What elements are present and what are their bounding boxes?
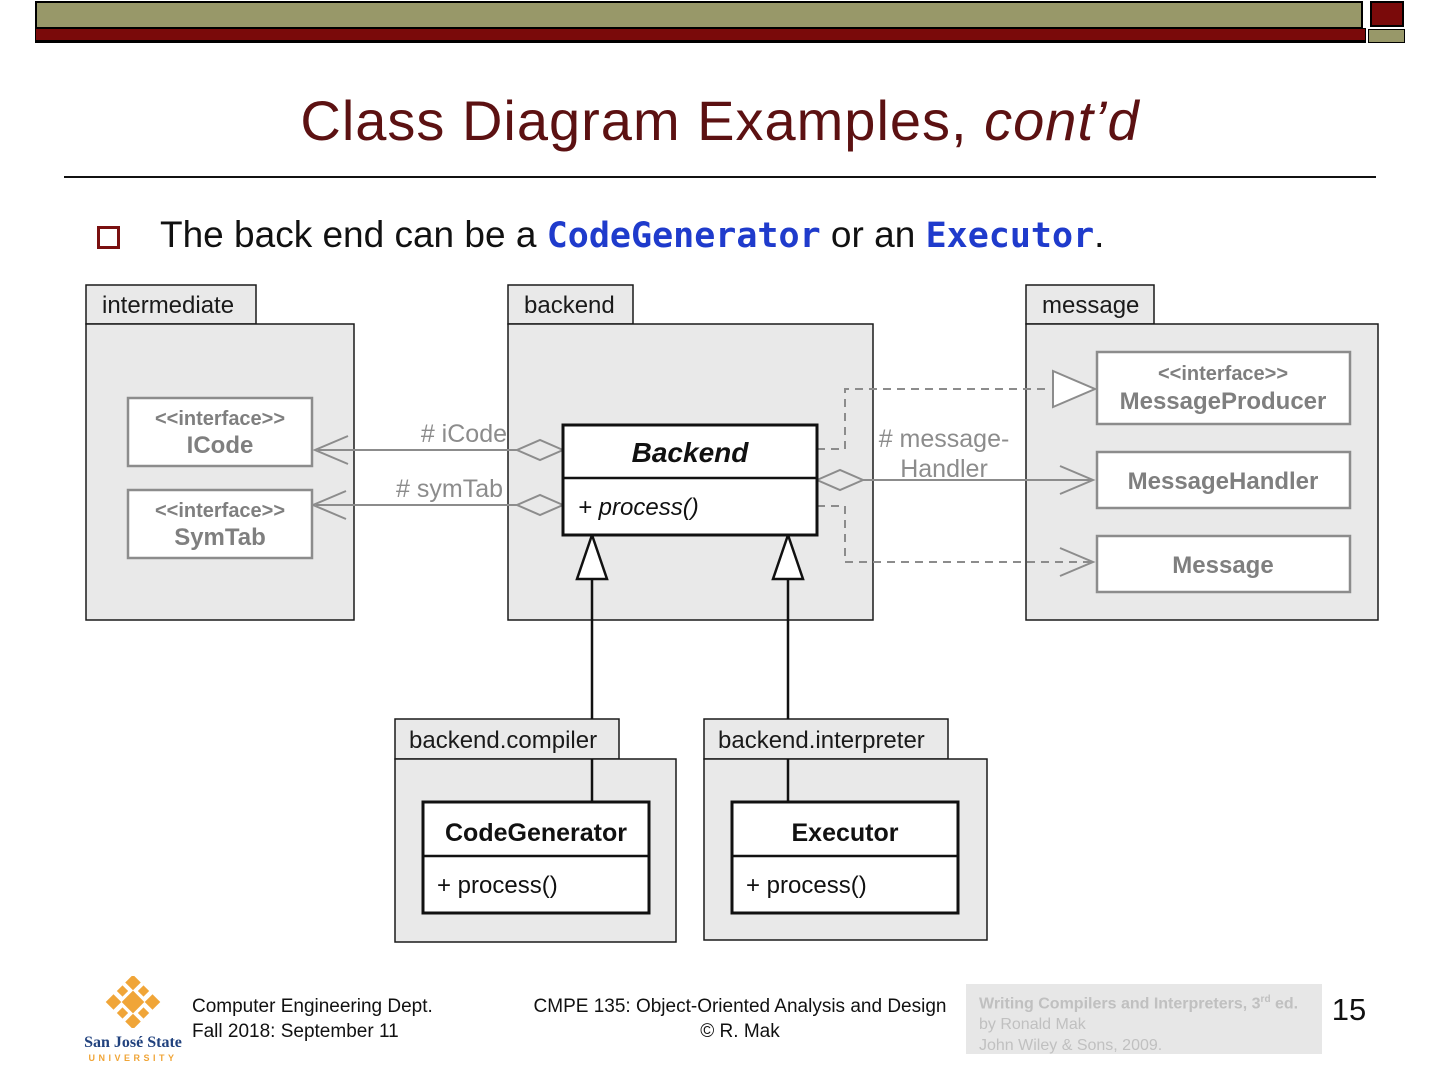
- sjsu-logo-name: San José State: [84, 1034, 182, 1051]
- class-executor: Executor + process(): [730, 800, 960, 915]
- package-backend-interpreter-tab: [703, 718, 949, 760]
- aggregation-diamond-symtab: [514, 493, 566, 517]
- class-code-generator-name: CodeGenerator: [445, 819, 627, 847]
- package-message-label: message: [1042, 292, 1139, 319]
- association-icode: # iCode: [312, 420, 566, 465]
- class-backend-box: [561, 423, 819, 537]
- footer-center: CMPE 135: Object-Oriented Analysis and D…: [520, 994, 960, 1044]
- footer-dept-line1: Computer Engineering Dept.: [192, 996, 433, 1017]
- class-executor-method: + process(): [746, 872, 867, 899]
- class-symtab-name: SymTab: [174, 524, 266, 551]
- edge-label-icode: # iCode: [421, 420, 507, 448]
- sjsu-logo: San José State UNIVERSITY: [70, 974, 196, 1063]
- class-message-producer: <<interface>> MessageProducer: [1095, 350, 1352, 426]
- top-corner-red-square: [1370, 1, 1404, 27]
- class-backend-name: Backend: [632, 437, 750, 468]
- footer-left: Computer Engineering Dept. Fall 2018: Se…: [192, 994, 433, 1044]
- bullet-text: The back end can be a CodeGenerator or a…: [160, 214, 1400, 256]
- class-icode: <<interface>> ICode: [126, 396, 314, 468]
- package-backend-compiler-tab: [394, 718, 620, 760]
- package-intermediate-body: [85, 323, 355, 621]
- class-backend: Backend + process(): [561, 423, 819, 537]
- aggregation-diamond-icode: [514, 438, 566, 462]
- class-message-producer-box: [1095, 350, 1352, 426]
- bullet-middle: or an: [820, 214, 926, 255]
- open-arrow-message: [1059, 547, 1096, 577]
- realization-dashed-path: [817, 388, 1051, 450]
- bullet-lead: The back end can be a: [160, 214, 547, 255]
- class-message-box: [1095, 534, 1352, 594]
- top-corner-olive-square: [1368, 29, 1405, 43]
- package-message-tab: [1025, 284, 1155, 325]
- class-message-handler: MessageHandler: [1095, 450, 1352, 510]
- class-symtab: <<interface>> SymTab: [126, 488, 314, 560]
- reference-publisher: John Wiley & Sons, 2009.: [979, 1037, 1163, 1055]
- open-arrow-icode: [312, 435, 349, 465]
- realization-triangle: [1052, 369, 1098, 409]
- reference-author: by Ronald Mak: [979, 1016, 1086, 1034]
- class-message-name: Message: [1172, 552, 1273, 579]
- page-title-emphasis: cont’d: [967, 89, 1140, 152]
- class-executor-box: [730, 800, 960, 915]
- class-backend-method: + process(): [578, 494, 699, 521]
- class-message-producer-stereotype: <<interface>>: [1158, 363, 1288, 385]
- top-band-red: [35, 28, 1366, 43]
- reference-title: Writing Compilers and Interpreters, 3rd …: [979, 989, 1322, 1014]
- package-intermediate-label: intermediate: [102, 292, 234, 319]
- package-backend-interpreter-label: backend.interpreter: [718, 727, 925, 754]
- footer-dept-line2: Fall 2018: September 11: [192, 1021, 399, 1042]
- class-code-generator-method: + process(): [437, 872, 558, 899]
- class-icode-stereotype: <<interface>>: [155, 408, 285, 430]
- package-backend-compiler-label: backend.compiler: [409, 727, 597, 754]
- reference-title-main: Writing Compilers and Interpreters, 3: [979, 995, 1261, 1013]
- class-message: Message: [1095, 534, 1352, 594]
- package-intermediate: intermediate: [85, 284, 355, 621]
- open-arrow-message-handler: [1059, 465, 1096, 495]
- edge-label-symtab: # symTab: [396, 475, 503, 503]
- bullet-end: .: [1094, 214, 1105, 255]
- bullet-executor: Executor: [925, 216, 1095, 256]
- association-symtab: # symTab: [310, 475, 566, 520]
- reference-title-tail: ed.: [1270, 995, 1299, 1013]
- class-icode-name: ICode: [187, 432, 254, 459]
- page-title-main: Class Diagram Examples,: [300, 89, 968, 152]
- class-code-generator-box: [421, 800, 651, 915]
- bullet-code-generator: CodeGenerator: [546, 216, 821, 256]
- page-title: Class Diagram Examples, cont’d: [0, 88, 1440, 153]
- class-symtab-stereotype: <<interface>>: [155, 500, 285, 522]
- realization-message-producer: [817, 369, 1098, 450]
- edge-label-message-handler-1: # message-: [879, 425, 1010, 453]
- package-intermediate-tab: [85, 284, 257, 325]
- association-message-handler: # message- Handler: [814, 425, 1096, 495]
- title-divider: [64, 176, 1376, 178]
- edge-label-message-handler-2: Handler: [900, 455, 988, 483]
- generalization-executor: [771, 531, 805, 802]
- page-number: 15: [1331, 992, 1367, 1027]
- class-message-producer-name: MessageProducer: [1120, 388, 1327, 415]
- footer-course-line1: CMPE 135: Object-Oriented Analysis and D…: [533, 996, 947, 1017]
- reference-box: Writing Compilers and Interpreters, 3rd …: [966, 984, 1322, 1054]
- sjsu-logo-sub: UNIVERSITY: [88, 1053, 178, 1063]
- footer-course-line2: © R. Mak: [700, 1021, 780, 1042]
- package-backend-label: backend: [524, 292, 615, 319]
- generalization-code-generator: [575, 531, 609, 802]
- class-executor-name: Executor: [792, 819, 899, 847]
- class-symtab-box: [126, 488, 314, 560]
- reference-title-sup: rd: [1260, 994, 1271, 1005]
- class-message-handler-box: [1095, 450, 1352, 510]
- dependency-message: [817, 505, 1096, 577]
- bullet-square-icon: [97, 226, 120, 249]
- sjsu-logo-icon: [105, 974, 161, 1030]
- class-code-generator: CodeGenerator + process(): [421, 800, 651, 915]
- class-message-handler-name: MessageHandler: [1128, 468, 1319, 495]
- dependency-dashed-path: [817, 505, 1091, 563]
- class-icode-box: [126, 396, 314, 468]
